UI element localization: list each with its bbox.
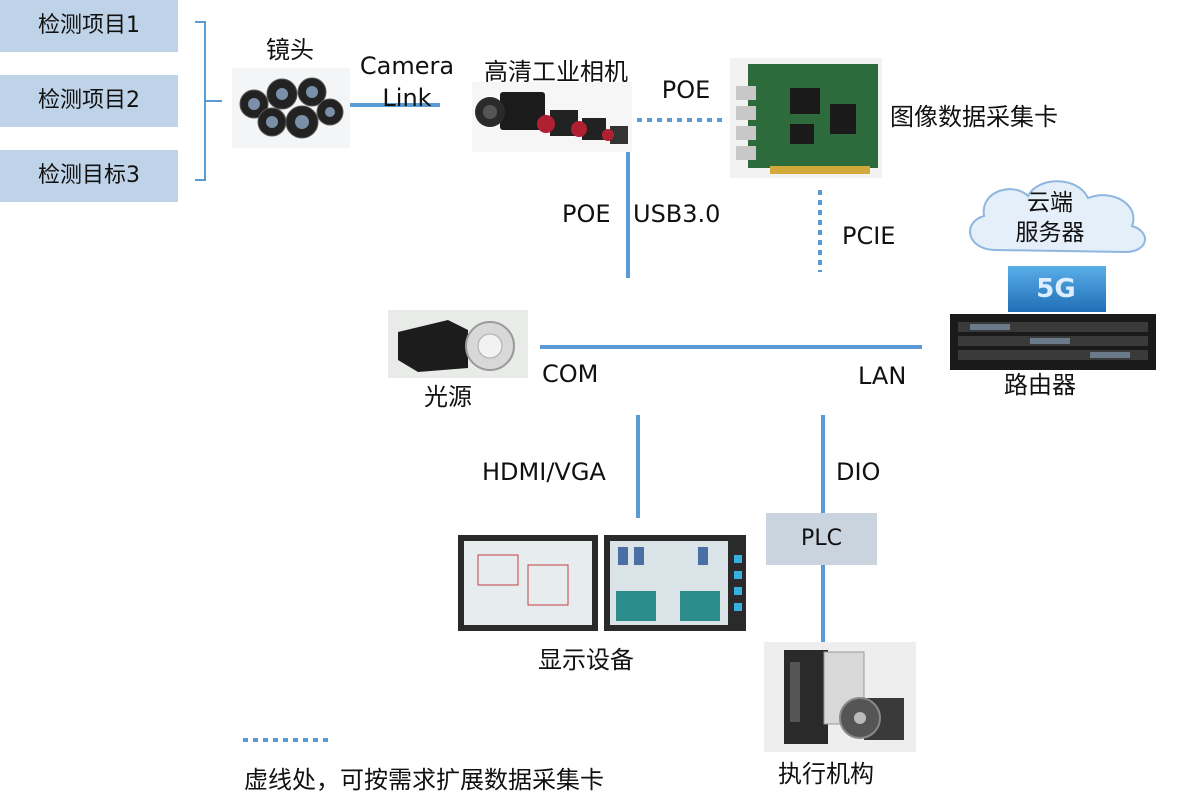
cloud-label: 云端 服务器 (1015, 190, 1085, 246)
badge-5g-label: 5G (1036, 274, 1076, 304)
item-box-2: 检测项目2 (0, 75, 178, 127)
legend-text: 虚线处，可按需求扩展数据采集卡 (244, 766, 604, 794)
items-bracket (195, 21, 222, 181)
actuator-label: 执行机构 (778, 760, 874, 788)
capture-card-label: 图像数据采集卡 (890, 103, 1058, 131)
actuator-image (764, 642, 916, 752)
router-label: 路由器 (1004, 371, 1076, 399)
item-box-1: 检测项目1 (0, 0, 178, 52)
router-image (950, 314, 1156, 370)
com-label: COM (542, 360, 599, 388)
cloud-icon (969, 180, 1146, 254)
item-box-3: 检测目标3 (0, 150, 178, 202)
display-label: 显示设备 (538, 646, 634, 674)
usb-label: USB3.0 (633, 200, 721, 228)
hdmi-label: HDMI/VGA (482, 458, 606, 486)
lens-image (232, 68, 350, 148)
poe-side-label: POE (562, 200, 611, 228)
plc-box: PLC (766, 513, 877, 565)
pcie-label: PCIE (842, 222, 896, 250)
poe-top-label: POE (661, 76, 711, 104)
lens-label: 镜头 (266, 36, 314, 64)
camera-label: 高清工业相机 (484, 58, 628, 86)
display-devices-image (458, 535, 746, 631)
camera-image (472, 82, 632, 152)
badge-5g-glow (1008, 266, 1106, 312)
lan-label: LAN (858, 362, 907, 390)
light-source-image (388, 310, 528, 378)
light-source-label: 光源 (424, 383, 472, 411)
capture-card-image (730, 58, 882, 178)
camera-link-label: Camera Link (359, 52, 455, 112)
dio-label: DIO (836, 458, 881, 486)
